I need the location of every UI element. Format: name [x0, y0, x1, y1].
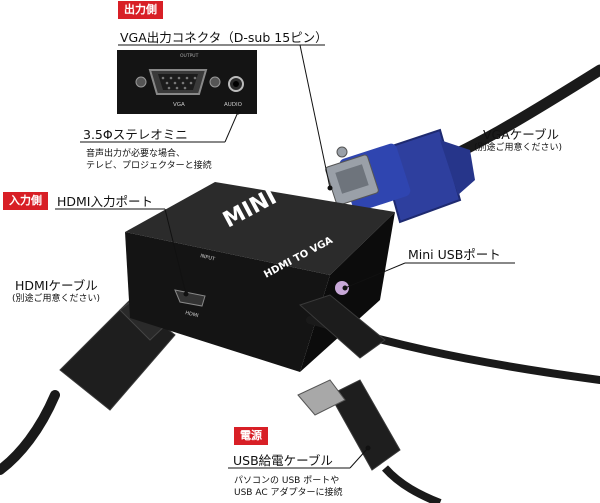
usb-cable: [297, 294, 600, 503]
hdmi-cable-label: HDMIケーブル: [15, 278, 98, 293]
hdmi-port-label: HDMI入力ポート: [57, 194, 153, 209]
vga-cable-label: VGAケーブル: [483, 127, 560, 142]
stereo-mini-label: 3.5Φステレオミニ: [83, 127, 188, 142]
stereo-mini-note-1: 音声出力が必要な場合、: [86, 149, 186, 159]
usb-cable-note-2: USB AC アダプターに接続: [234, 488, 343, 498]
vga-connector-label: VGA出力コネクタ（D-sub 15ピン）: [120, 30, 328, 45]
vga-cable-note: (別途ご用意ください): [474, 143, 563, 153]
vga-output-inset: OUTPUT VGA AUDIO: [117, 50, 257, 114]
usb-cable-note-1: パソコンの USB ポートや: [234, 476, 340, 486]
input-side-tag: 入力側: [3, 192, 48, 210]
converter-device: MINI HDMI TO VGA INPUT HDMI: [125, 182, 395, 372]
stereo-mini-note-2: テレビ、プロジェクターと接続: [86, 161, 212, 171]
usb-cable-label: USB給電ケーブル: [233, 453, 333, 468]
power-tag: 電源: [234, 427, 268, 445]
inset-audio-text: AUDIO: [224, 102, 243, 108]
leader-lines: [55, 44, 515, 469]
inset-output-text: OUTPUT: [180, 53, 199, 59]
device-input-text: INPUT: [200, 253, 217, 263]
hdmi-cable-note: (別途ご用意ください): [12, 294, 101, 304]
device-hdmi-text: HDMI: [185, 310, 199, 319]
mini-usb-port-label: Mini USBポート: [408, 247, 501, 262]
output-side-tag: 出力側: [118, 1, 163, 19]
inset-vga-text: VGA: [173, 102, 185, 108]
